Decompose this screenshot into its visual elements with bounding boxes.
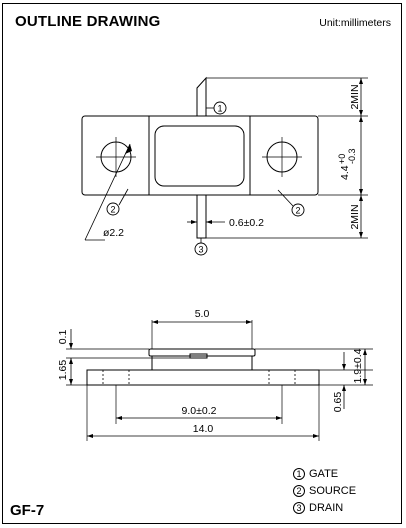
side-view [66, 320, 373, 441]
legend-num-source: 2 [293, 484, 305, 497]
flange-outline [81, 115, 319, 196]
callout-source-left: 2 [110, 205, 115, 215]
callout-gate: 1 [217, 104, 222, 114]
top-view-callouts: 1 2 2 3 [106, 101, 305, 256]
lead-width-label: 0.6±0.2 [229, 217, 264, 229]
package-code: GF-7 [10, 502, 45, 519]
legend-item-gate: 1 GATE [293, 465, 356, 482]
legend-label-gate: GATE [309, 467, 339, 480]
gate-lead [196, 76, 207, 116]
legend-label-drain: DRAIN [309, 501, 344, 514]
flange-length-label: 14.0 [193, 423, 214, 435]
callout-source-right: 2 [295, 206, 300, 216]
legend-item-source: 2 SOURCE [293, 482, 356, 499]
lid-outline [154, 125, 245, 187]
side-lid [148, 348, 256, 357]
outline-drawing: 1 2 2 3 ø2.2 0.6±0.2 2MIN 4.4 +0 -0.3 2M… [57, 76, 373, 441]
body-height-plus-label: +0 [337, 154, 347, 164]
lid-width-label: 5.0 [195, 308, 210, 320]
flange-thickness-label: 0.65 [332, 392, 344, 413]
legend-num-gate: 1 [293, 467, 305, 480]
hole-pitch-label: 9.0±0.2 [182, 405, 217, 417]
total-height-label: 1.65 [57, 360, 69, 381]
drain-lead [196, 194, 207, 239]
pin-legend: 1 GATE 2 SOURCE 3 DRAIN [293, 465, 356, 516]
lid-height-label: 1.9±0.4 [352, 348, 364, 383]
legend-num-drain: 3 [293, 501, 305, 514]
drawing-frame: OUTLINE DRAWING Unit:millimeters [2, 3, 402, 524]
lead-thickness-label: 0.1 [57, 330, 69, 345]
side-flange [86, 369, 320, 386]
top-view [81, 76, 368, 244]
body-height-base-label: 4.4 [339, 165, 351, 180]
legend-item-drain: 3 DRAIN [293, 499, 356, 516]
drain-lead-length-label: 2MIN [349, 204, 361, 229]
body-height-minus-label: -0.3 [347, 148, 357, 164]
legend-label-source: SOURCE [309, 484, 357, 497]
gate-lead-length-label: 2MIN [349, 84, 361, 109]
hole-diameter-label: ø2.2 [103, 227, 124, 239]
drawing-title: OUTLINE DRAWING [15, 13, 161, 30]
callout-drain: 3 [198, 245, 203, 255]
unit-note: Unit:millimeters [319, 17, 391, 29]
